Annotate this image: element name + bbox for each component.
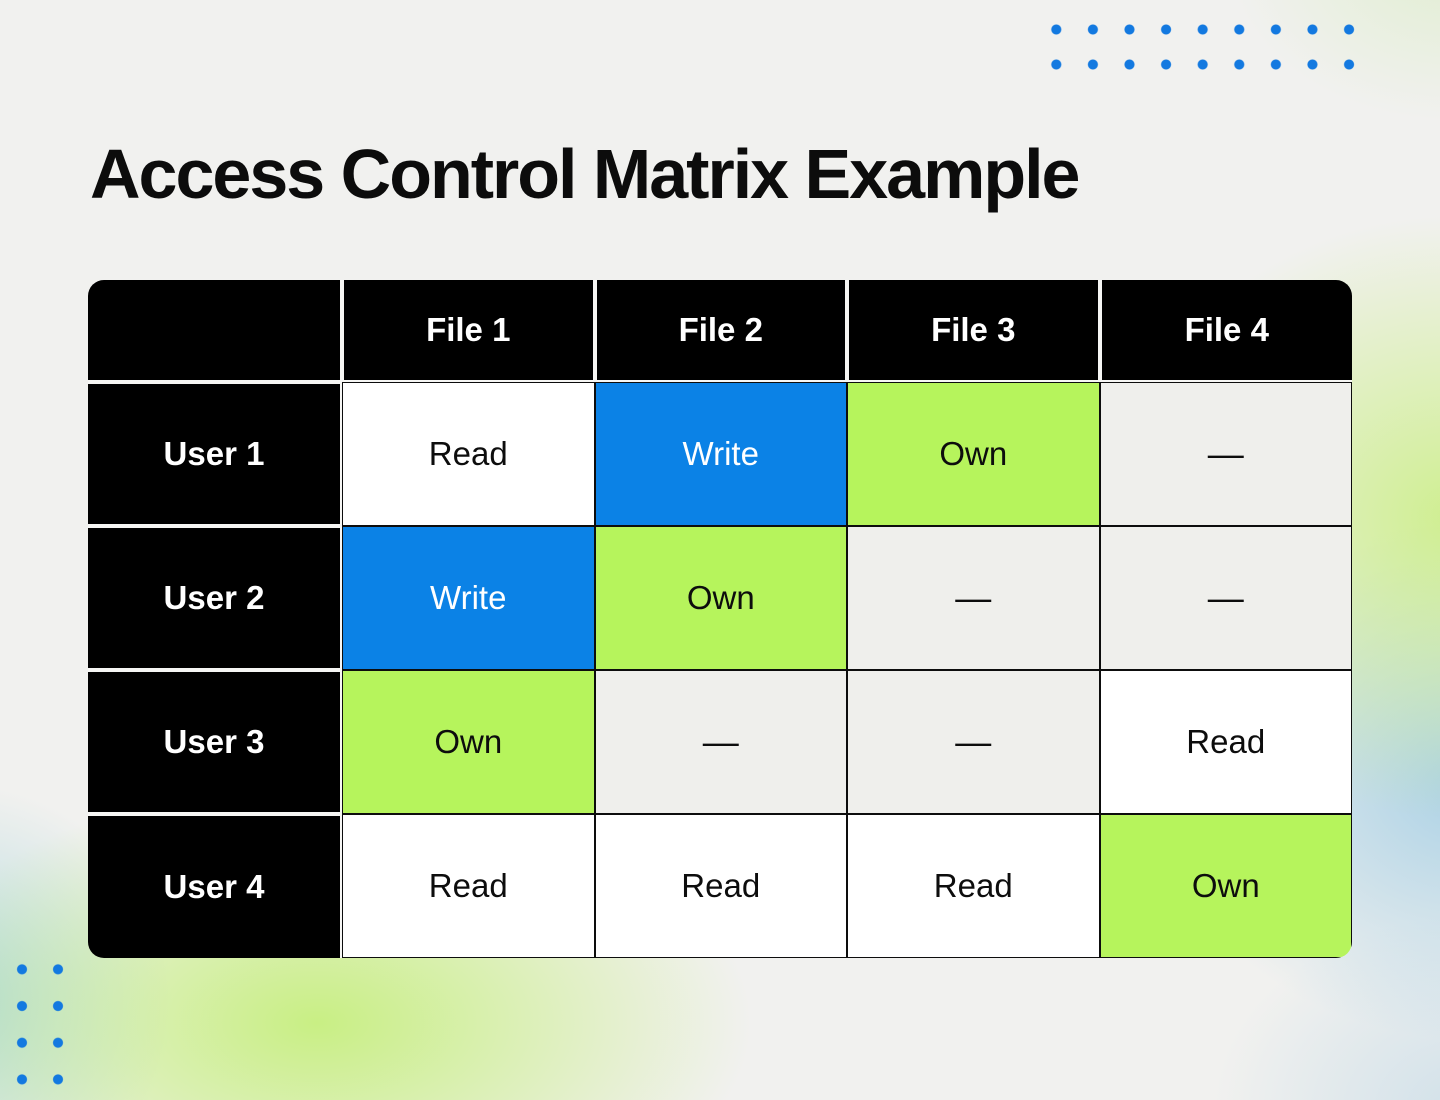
row-header-user-1: User 1 — [88, 382, 342, 526]
permission-cell-user2-file3: — — [847, 526, 1100, 670]
permission-cell-user1-file2: Write — [594, 382, 847, 526]
row-header-user-4: User 4 — [88, 814, 342, 958]
column-header-file-3: File 3 — [847, 280, 1100, 382]
permission-cell-user2-file2: Own — [594, 526, 847, 670]
permission-cell-user3-file3: — — [847, 670, 1100, 814]
row-header-user-2: User 2 — [88, 526, 342, 670]
permission-cell-user4-file3: Read — [847, 814, 1100, 958]
dot-grid-icon-top-right — [1038, 12, 1368, 82]
column-header-file-4: File 4 — [1099, 280, 1352, 382]
permission-cell-user3-file2: — — [594, 670, 847, 814]
row-header-user-3: User 3 — [88, 670, 342, 814]
matrix-corner-cell — [88, 280, 342, 382]
permission-cell-user2-file1: Write — [342, 526, 595, 670]
permission-cell-user4-file2: Read — [594, 814, 847, 958]
permission-cell-user1-file3: Own — [847, 382, 1100, 526]
page-title: Access Control Matrix Example — [90, 135, 1080, 213]
permission-cell-user4-file1: Read — [342, 814, 595, 958]
column-header-file-2: File 2 — [594, 280, 847, 382]
permission-cell-user3-file1: Own — [342, 670, 595, 814]
permission-cell-user1-file1: Read — [342, 382, 595, 526]
permission-cell-user1-file4: — — [1099, 382, 1352, 526]
permission-cell-user3-file4: Read — [1099, 670, 1352, 814]
permission-cell-user4-file4: Own — [1099, 814, 1352, 958]
permission-cell-user2-file4: — — [1099, 526, 1352, 670]
column-header-file-1: File 1 — [342, 280, 595, 382]
dot-grid-icon-bottom-left — [4, 951, 76, 1098]
